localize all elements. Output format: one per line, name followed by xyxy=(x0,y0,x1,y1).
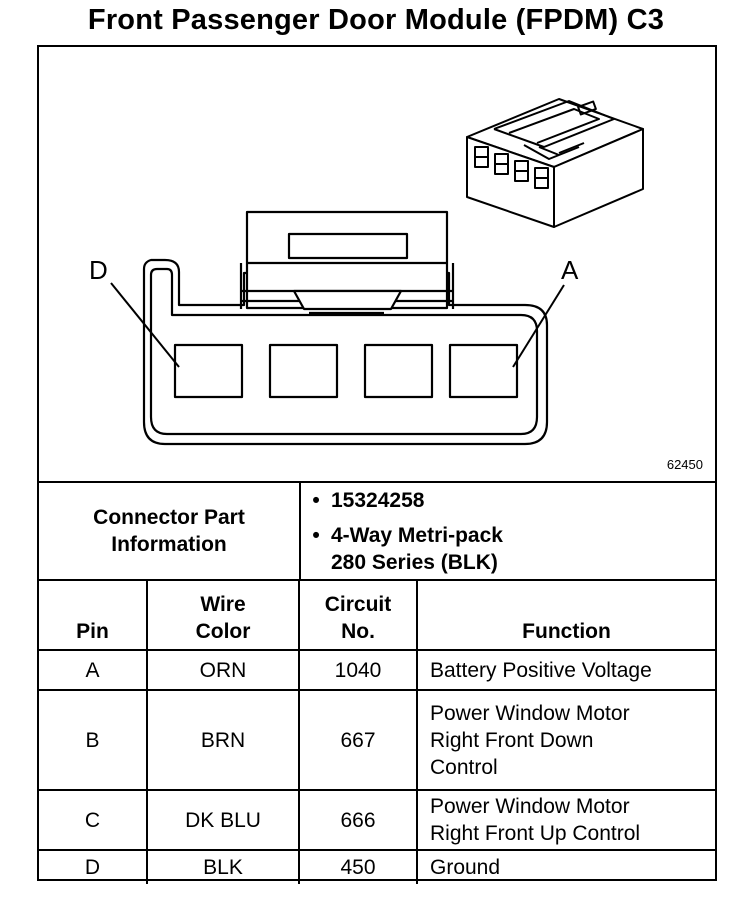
cavity-a xyxy=(448,343,519,399)
wire-color-cell: BRN xyxy=(146,689,300,791)
circuit-cell: 667 xyxy=(298,689,418,791)
description-line2: 280 Series (BLK) xyxy=(331,551,498,574)
circuit-cell: 450 xyxy=(298,849,418,884)
info-label: Connector Part Information xyxy=(39,483,301,579)
function-line: Battery Positive Voltage xyxy=(430,658,652,682)
connector-drawing xyxy=(110,98,644,446)
info-label-line2: Information xyxy=(111,533,227,556)
callout-leaders xyxy=(110,282,565,368)
function-line: Power Window Motor xyxy=(430,701,630,725)
function-cell: Power Window Motor Right Front Up Contro… xyxy=(416,789,715,851)
part-number-item: • 15324258 xyxy=(301,487,711,514)
connector-figure: D A 62450 xyxy=(39,47,715,483)
pin-cell: C xyxy=(39,789,148,851)
function-cell: Battery Positive Voltage xyxy=(416,649,715,691)
function-line: Control xyxy=(430,755,498,779)
description-item: • 4-Way Metri-pack 280 Series (BLK) xyxy=(301,522,711,576)
connector-sheet: D A 62450 Connector Part Information • 1… xyxy=(37,45,717,884)
pin-cell: B xyxy=(39,689,148,791)
function-cell: Ground xyxy=(416,849,715,884)
cavity-b xyxy=(363,343,434,399)
header-wire-color-line2: Color xyxy=(195,620,251,643)
cavity-d xyxy=(173,343,244,399)
wire-color-cell: DK BLU xyxy=(146,789,300,851)
circuit-cell: 1040 xyxy=(298,649,418,691)
wire-color-cell: ORN xyxy=(146,649,300,691)
page-title: Front Passenger Door Module (FPDM) C3 xyxy=(87,4,665,36)
connector-face-view xyxy=(142,210,549,446)
connector-part-information: Connector Part Information • 15324258 • … xyxy=(39,481,715,581)
callout-pin-d: D xyxy=(89,255,108,285)
part-number: 15324258 xyxy=(331,489,425,512)
table-row: A ORN 1040 Battery Positive Voltage xyxy=(39,649,715,691)
header-pin: Pin xyxy=(39,581,148,651)
function-line: Ground xyxy=(430,856,501,879)
part-description: 4-Way Metri-pack 280 Series (BLK) xyxy=(331,522,503,576)
circuit-cell: 666 xyxy=(298,789,418,851)
table-row: D BLK 450 Ground xyxy=(39,849,715,884)
header-wire-color: Wire Color xyxy=(146,581,300,651)
pinout-table: Pin Wire Color Circuit No. Function A OR… xyxy=(39,581,715,884)
header-circuit-line1: Circuit xyxy=(324,593,392,616)
figure-id: 62450 xyxy=(666,457,703,472)
function-line: Right Front Up Control xyxy=(430,822,641,845)
info-values: • 15324258 • 4-Way Metri-pack 280 Series… xyxy=(301,487,711,576)
cavity-c xyxy=(268,343,339,399)
callout-pin-a: A xyxy=(561,255,579,285)
function-line: Power Window Motor xyxy=(430,795,630,818)
function-line: Right Front Down xyxy=(430,728,594,752)
leader-d xyxy=(110,282,180,368)
wire-color-cell: BLK xyxy=(146,849,300,884)
pin-cell: D xyxy=(39,849,148,884)
table-row: C DK BLU 666 Power Window Motor Right Fr… xyxy=(39,789,715,851)
header-function: Function xyxy=(416,581,715,651)
table-header-row: Pin Wire Color Circuit No. Function xyxy=(39,581,715,651)
bullet: • xyxy=(312,524,320,547)
table-row: B BRN 667 Power Window Motor Right Front… xyxy=(39,689,715,791)
info-label-line1: Connector Part xyxy=(93,506,245,529)
bullet: • xyxy=(312,489,320,512)
pin-cell: A xyxy=(39,649,148,691)
connector-3d-sketch xyxy=(466,98,644,228)
header-wire-color-line1: Wire xyxy=(200,593,246,616)
function-cell: Power Window Motor Right Front Down Cont… xyxy=(416,689,715,791)
header-circuit-line2: No. xyxy=(341,620,375,643)
header-circuit-no: Circuit No. xyxy=(298,581,418,651)
description-line1: 4-Way Metri-pack xyxy=(331,524,503,547)
leader-a xyxy=(512,284,565,368)
